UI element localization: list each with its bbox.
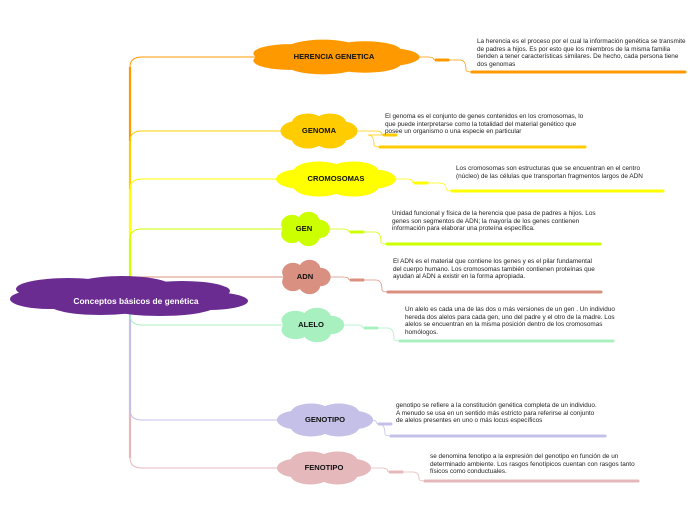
callout-connector (366, 467, 389, 473)
branch-line (129, 130, 287, 142)
callout-connector (448, 59, 473, 73)
callout-connector (327, 276, 350, 281)
topic-node-alelo[interactable] (281, 307, 345, 343)
topic-description-alelo: Un alelo es cada una de las dos o más ve… (405, 306, 615, 337)
callout-connector (412, 56, 435, 61)
branch-line (129, 457, 284, 469)
callout-connector (402, 471, 426, 482)
branch-line (129, 56, 258, 68)
topic-node-cromosomas[interactable] (276, 161, 396, 197)
topic-label-genotipo[interactable]: GENOTIPO (304, 415, 346, 424)
topic-description-adn: El ADN es el material que contiene los g… (393, 258, 595, 281)
topic-node-fenotipo[interactable] (276, 451, 372, 485)
topic-description-gen: Unidad funcional y física de la herencia… (392, 210, 596, 233)
callout-connector (326, 228, 350, 233)
topic-label-alelo[interactable]: ALELO (298, 320, 324, 329)
callout-connector (353, 130, 383, 136)
callout-connector (340, 324, 364, 329)
topic-description-genotipo: genotipo se refiere a la constitución ge… (396, 402, 597, 425)
callout-connector (377, 327, 401, 342)
branch-line (129, 178, 284, 190)
topic-label-herencia-genetica[interactable]: HERENCIA GENETICA (293, 52, 375, 61)
topic-description-cromosomas: Los cromosomas son estructuras que se en… (456, 165, 643, 180)
callout-connector (427, 182, 453, 192)
topic-label-fenotipo[interactable]: FENOTIPO (304, 463, 344, 472)
topic-label-gen[interactable]: GEN (295, 224, 313, 233)
root-label[interactable]: Conceptos básicos de genética (73, 296, 199, 306)
branch-line (129, 409, 284, 421)
topic-node-genoma[interactable] (280, 113, 358, 149)
topic-node-adn[interactable] (282, 259, 331, 295)
root-node[interactable] (10, 276, 248, 316)
callout-connector (367, 134, 396, 148)
topic-description-fenotipo: se denomina fenotipo a la expresión del … (430, 453, 635, 476)
topic-description-genoma: El genoma es el conjunto de genes conten… (385, 113, 584, 136)
clouds (10, 39, 420, 485)
callout-connector (363, 279, 389, 293)
topic-node-genotipo[interactable] (276, 403, 374, 437)
callout-connector (378, 423, 392, 437)
callout-connector (390, 178, 414, 184)
topic-node-herencia-genetica[interactable] (253, 39, 420, 75)
topic-description-herencia-genetica: La herencia es el proceso por el cual la… (477, 38, 686, 69)
callout-connector (363, 231, 388, 245)
branch-line (129, 228, 284, 240)
branch-line (129, 314, 284, 326)
topic-label-adn[interactable]: ADN (296, 272, 314, 281)
topic-label-genoma[interactable]: GENOMA (301, 126, 337, 135)
topic-label-cromosomas[interactable]: CROMOSOMAS (307, 174, 365, 183)
topic-node-gen[interactable] (281, 211, 330, 247)
